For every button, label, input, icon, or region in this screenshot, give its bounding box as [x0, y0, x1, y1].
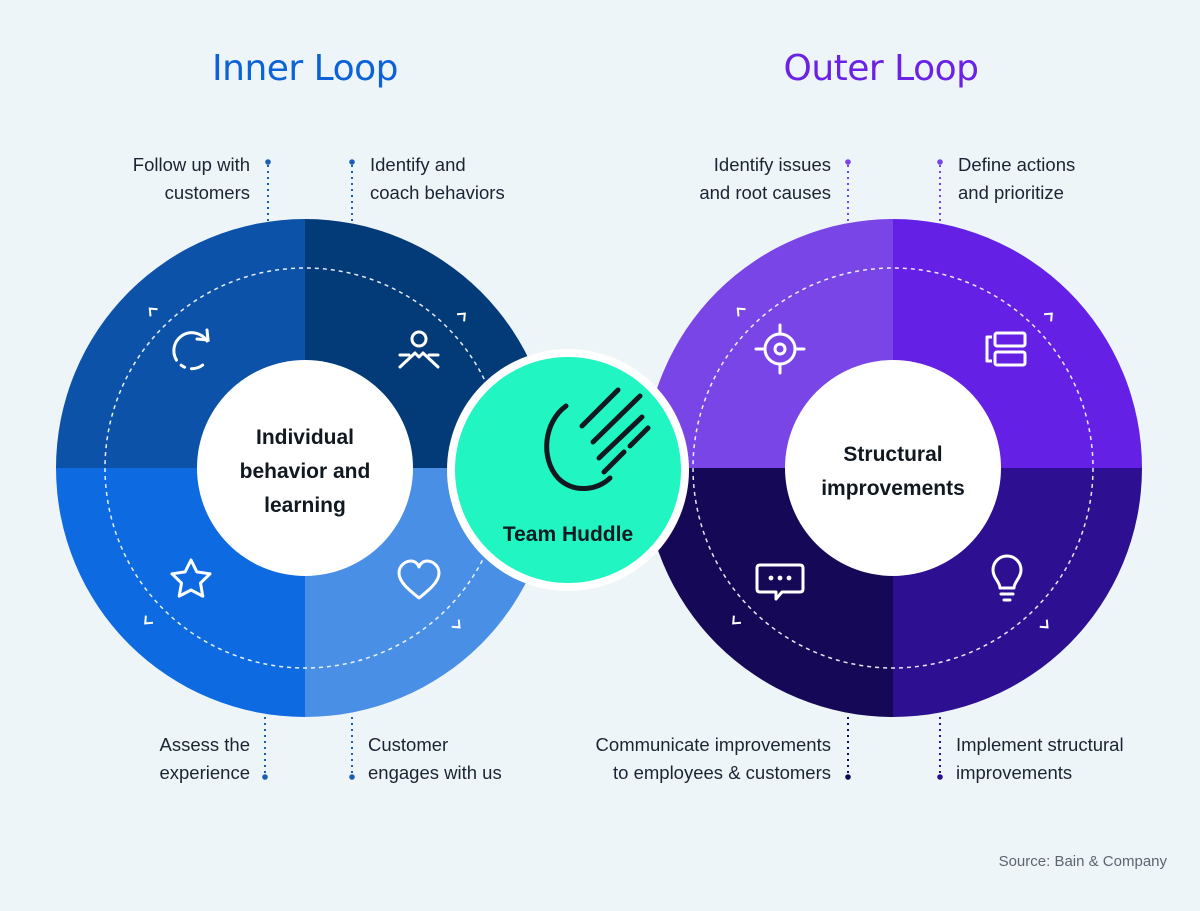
refresh-icon — [172, 328, 210, 371]
connector-dot — [262, 774, 268, 780]
outer-path-arrow — [736, 307, 746, 317]
inner-center-label-line: behavior and — [239, 460, 371, 483]
step-implement: Implement structural improvements — [956, 731, 1176, 787]
target-icon — [754, 323, 806, 375]
inner-center-label-line: Individual — [255, 426, 354, 449]
step-assess: Assess the experience — [0, 731, 250, 787]
outer-path-arrow — [1039, 619, 1049, 629]
step-text: experience — [159, 762, 250, 783]
step-define-actions: Define actions and prioritize — [958, 151, 1178, 207]
outer-center-label-line: improvements — [821, 477, 965, 500]
connector-dot — [845, 159, 851, 165]
step-engages: Customer engages with us — [368, 731, 728, 787]
connectors — [262, 159, 943, 780]
step-text: and root causes — [699, 182, 831, 203]
comet-logo-icon — [544, 387, 651, 491]
star-icon — [170, 558, 212, 598]
step-text: Identify issues — [713, 154, 831, 175]
step-text: Assess the — [159, 734, 251, 755]
heart-icon — [397, 559, 441, 600]
step-follow-up: Follow up with customers — [0, 151, 250, 207]
step-text: Define actions — [958, 154, 1076, 175]
step-identify-coach: Identify and coach behaviors — [370, 151, 730, 207]
outer-loop-title: Outer Loop — [783, 48, 980, 89]
step-text: engages with us — [368, 762, 502, 783]
outer-center-label-line: Structural — [843, 443, 943, 466]
step-text: improvements — [956, 762, 1073, 783]
team-huddle-label: Team Huddle — [502, 523, 634, 546]
inner-center-label: Individual behavior and learning — [205, 421, 405, 523]
connector-dot — [937, 774, 943, 780]
step-text: coach behaviors — [370, 182, 505, 203]
outer-loop-ring — [644, 219, 1142, 717]
outer-center-disc — [785, 360, 1001, 576]
inner-center-label-line: learning — [264, 494, 346, 517]
connector-dot — [845, 774, 851, 780]
priority-stack-icon — [985, 331, 1027, 367]
outer-path-arrow — [1043, 312, 1053, 322]
step-identify-issues: Identify issues and root causes — [471, 151, 831, 207]
team-huddle — [447, 349, 689, 591]
inner-loop-title: Inner Loop — [212, 48, 398, 89]
source-note: Source: Bain & Company — [998, 853, 1167, 870]
step-text: Implement structural — [956, 734, 1124, 755]
step-text: to employees & customers — [613, 762, 831, 783]
inner-path-arrow — [456, 312, 466, 322]
coach-person-icon — [398, 330, 440, 369]
step-text: Identify and — [370, 154, 466, 175]
step-text: and prioritize — [958, 182, 1064, 203]
chat-bubble-icon — [755, 563, 805, 601]
step-communicate: Communicate improvements to employees & … — [471, 731, 831, 787]
step-text: Customer — [368, 734, 449, 755]
inner-path-arrow — [148, 307, 158, 317]
connector-dot — [265, 159, 271, 165]
outer-dashed-path — [692, 267, 1094, 669]
step-text: customers — [164, 182, 250, 203]
connector-dot — [937, 159, 943, 165]
outer-center-label: Structural improvements — [793, 438, 993, 506]
inner-path-arrow — [451, 619, 461, 629]
connector-dot — [349, 159, 355, 165]
step-text: Communicate improvements — [595, 734, 831, 755]
lightbulb-icon — [991, 554, 1023, 602]
inner-center-disc — [197, 360, 413, 576]
connector-dot — [349, 774, 355, 780]
outer-path-arrow — [732, 615, 742, 625]
step-text: Follow up with — [132, 154, 250, 175]
inner-path-arrow — [144, 615, 154, 625]
